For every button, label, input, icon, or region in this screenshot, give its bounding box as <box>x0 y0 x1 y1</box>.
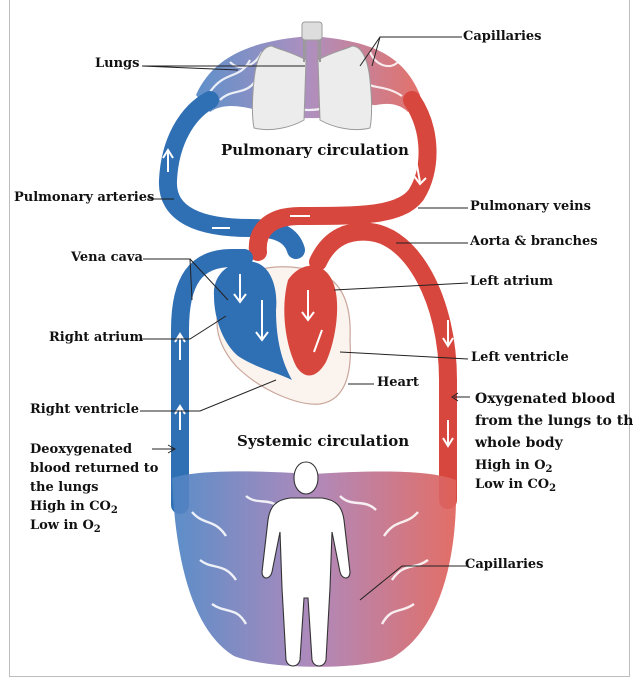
label-pulmonary-veins: Pulmonary veins <box>470 199 591 214</box>
label-capillaries-bottom: Capillaries <box>465 557 543 572</box>
label-pulmonary-arteries: Pulmonary arteries <box>14 190 154 205</box>
label-left-atrium: Left atrium <box>470 274 553 289</box>
oxygenated-low: Low in CO2 <box>475 475 556 494</box>
label-oxygenated-levels: High in O2 Low in CO2 <box>475 456 556 494</box>
label-capillaries-top: Capillaries <box>463 29 541 44</box>
oxygenated-line-1: Oxygenated blood <box>475 388 633 410</box>
label-oxygenated-block: Oxygenated blood from the lungs to the w… <box>475 388 633 454</box>
label-lungs: Lungs <box>95 56 139 71</box>
label-heart: Heart <box>377 375 419 390</box>
deoxygenated-high: High in CO2 <box>30 497 158 516</box>
lung-capillary-bed <box>196 36 420 118</box>
label-pulmonary-circulation: Pulmonary circulation <box>221 141 409 159</box>
oxygenated-line-2: from the lungs to the <box>475 410 633 432</box>
deoxygenated-low: Low in O2 <box>30 516 158 535</box>
label-right-ventricle: Right ventricle <box>30 402 139 417</box>
label-left-ventricle: Left ventricle <box>471 350 569 365</box>
label-systemic-circulation: Systemic circulation <box>237 432 409 450</box>
deoxygenated-line-3: the lungs <box>30 478 158 497</box>
label-right-atrium: Right atrium <box>49 330 143 345</box>
label-deoxygenated-block: Deoxygenated blood returned to the lungs… <box>30 440 158 535</box>
oxygenated-line-3: whole body <box>475 432 633 454</box>
oxygenated-high: High in O2 <box>475 456 556 475</box>
label-aorta-branches: Aorta & branches <box>470 234 598 249</box>
label-vena-cava: Vena cava <box>71 250 143 265</box>
deoxygenated-line-1: Deoxygenated <box>30 440 158 459</box>
deoxygenated-line-2: blood returned to <box>30 459 158 478</box>
